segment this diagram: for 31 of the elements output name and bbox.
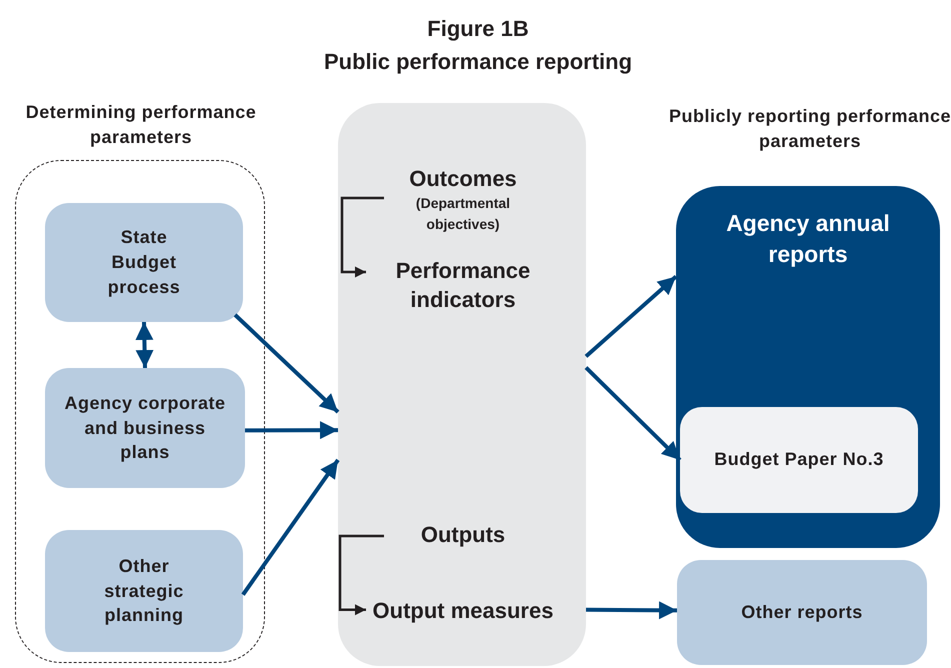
bracket-arrow — [340, 196, 384, 278]
report-box — [680, 407, 918, 513]
node-label: State Budget process — [106, 226, 182, 299]
node-sublabel: (Departmental objectives) — [414, 194, 512, 234]
node-label: Outcomes — [409, 165, 517, 194]
column-heading: Publicly reporting performance parameters — [668, 105, 951, 153]
process-box — [45, 203, 243, 322]
figure-title: Public performance reporting — [322, 48, 634, 76]
node-label: Other reports — [741, 601, 863, 624]
group-heading: Determining performance parameters — [24, 101, 258, 149]
arrow — [586, 601, 678, 620]
node-label: Output measures — [372, 597, 554, 626]
arrow — [241, 458, 340, 596]
bracket-arrow — [338, 534, 384, 616]
node-label: Agency annual reports — [725, 209, 891, 269]
process-box — [677, 560, 927, 665]
arrow — [234, 313, 340, 414]
double-arrow — [135, 322, 154, 368]
process-box — [45, 530, 243, 652]
panel-box — [338, 103, 586, 666]
node-label: Budget Paper No.3 — [714, 448, 884, 472]
process-box — [45, 368, 245, 488]
node-label: Performance indicators — [394, 256, 532, 314]
node-label: Agency corporate and business plans — [63, 392, 227, 464]
node-label: Outputs — [420, 521, 506, 550]
figure-number: Figure 1B — [426, 15, 530, 43]
node-label: Other strategic planning — [103, 554, 185, 628]
arrow — [584, 275, 678, 358]
arrow — [584, 366, 682, 462]
report-box — [676, 186, 940, 548]
arrow — [245, 421, 338, 440]
